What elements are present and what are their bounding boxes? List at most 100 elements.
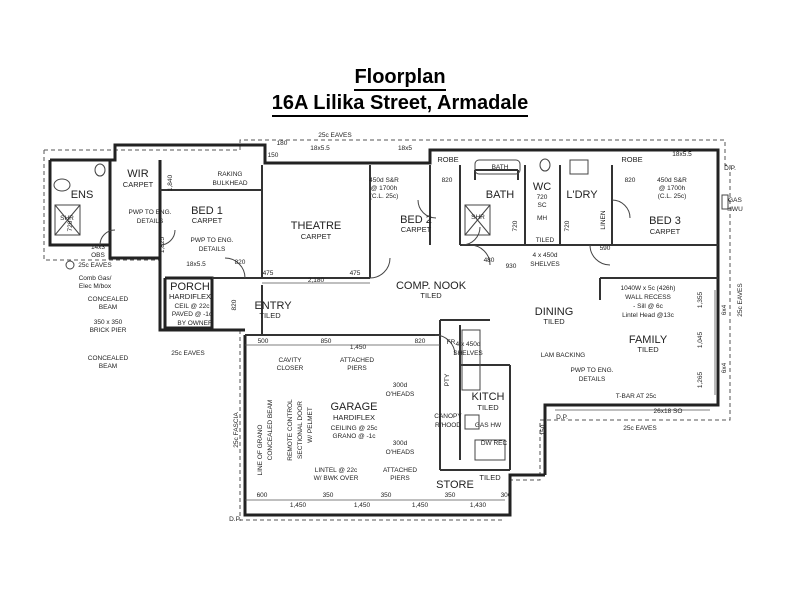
- room-bed3: BED 3: [649, 215, 681, 227]
- note-gas-hwu2: HWU: [727, 206, 743, 213]
- note-shelves1: 4 x 450d: [533, 252, 558, 259]
- dim-1450a: 1,450: [290, 502, 307, 509]
- note-dp3: D.P.: [724, 165, 736, 172]
- note-sr2c: (C.L. 25c): [370, 193, 399, 200]
- room-dining: DINING: [535, 306, 574, 318]
- toilet2-icon: [539, 158, 551, 172]
- note-bath-label: BATH: [492, 164, 509, 171]
- note-concealed1: CONCEALED: [88, 296, 129, 303]
- note-gas-hwu: GAS: [728, 197, 742, 204]
- dim-1355: 1,355: [697, 291, 704, 308]
- room-comp-floor: TILED: [420, 291, 442, 300]
- dim-18x55a: 18x5.5: [310, 145, 330, 152]
- dim-18x55d: 18x5.5: [186, 261, 206, 268]
- dim-350b: 350: [381, 492, 392, 499]
- dim-350c: 350: [445, 492, 456, 499]
- dim-1450c: 1,450: [412, 502, 429, 509]
- dim-18x55c: 18x5.5: [672, 151, 692, 158]
- note-pwp2b: DETAILS: [199, 246, 226, 253]
- dim-350a: 350: [323, 492, 334, 499]
- dim-1450-top: 1,450: [350, 344, 367, 351]
- note-tbar: T-BAR AT 25c: [616, 393, 657, 400]
- dim-720a: 720: [67, 220, 74, 231]
- note-wall-recess3: - Sill @ 6c: [633, 303, 663, 310]
- walls: [48, 143, 720, 517]
- room-entry: ENTRY: [254, 300, 292, 312]
- bath-tub-icon: [474, 159, 521, 175]
- note-wall-recess2: WALL RECESS: [625, 294, 671, 301]
- room-robe-left: ROBE: [437, 155, 458, 164]
- room-family: FAMILY: [629, 334, 668, 346]
- note-concealed1b: BEAM: [99, 304, 117, 311]
- room-bed1: BED 1: [191, 205, 223, 217]
- note-concealed-beam-v: CONCEALED BEAM: [267, 400, 274, 461]
- note-ceiling: CEILING @ 25c: [331, 425, 378, 432]
- room-shr: SHR: [60, 215, 74, 222]
- note-wall-recess: 1040W x 5c (426h): [621, 285, 676, 292]
- room-entry-floor: TILED: [259, 311, 281, 320]
- room-theatre-floor: CARPET: [301, 232, 332, 241]
- note-attached-piers3: ATTACHED: [383, 467, 417, 474]
- note-wc-sc2: SC: [537, 202, 546, 209]
- note-raking: RAKING: [218, 171, 243, 178]
- fixtures: [53, 158, 729, 461]
- dim-820c: 820: [415, 338, 426, 345]
- note-mh: MH: [537, 215, 547, 222]
- dim-820a: 820: [235, 259, 246, 266]
- note-pwp3: PWP TO ENG.: [571, 367, 614, 374]
- dim-1265: 1,265: [697, 371, 704, 388]
- room-store: STORE: [436, 479, 474, 491]
- note-eaves-porch: 25c EAVES: [171, 350, 205, 357]
- dim-1450b: 1,450: [354, 502, 371, 509]
- room-kitchen-floor: TILED: [477, 403, 499, 412]
- dim-720b: 720: [512, 220, 519, 231]
- dim-1430: 1,430: [470, 502, 487, 509]
- hwu-icon: [721, 194, 729, 210]
- kitchen-bench-icon: [461, 329, 481, 391]
- note-dp: D.P.: [229, 516, 241, 523]
- dim-180: 180: [277, 140, 288, 147]
- laundry-tub-icon: [569, 159, 589, 175]
- note-dw-rec: DW REC: [481, 440, 508, 447]
- note-brick-pier2: BRICK PIER: [90, 327, 127, 334]
- gas-meter-icon: [65, 260, 75, 270]
- note-hardiflex-ceil: CEIL @ 22c: [175, 303, 211, 310]
- room-family-floor: TILED: [637, 345, 659, 354]
- dim-150: 150: [268, 152, 279, 159]
- dim-18x55b: 18x5: [398, 145, 412, 152]
- note-concealed2b: BEAM: [99, 363, 117, 370]
- note-cavity: CAVITY: [279, 357, 303, 364]
- note-shelves1b: SHELVES: [530, 261, 560, 268]
- dim-1840: 1,840: [167, 174, 174, 191]
- note-pwp3b: DETAILS: [579, 376, 606, 383]
- plan-title: Floorplan: [0, 66, 800, 91]
- plan-title-text: Floorplan: [354, 66, 446, 91]
- dim-6x4b: 6x4: [721, 362, 728, 373]
- note-eaves-right2: 25c EAVES: [737, 283, 744, 317]
- note-oheads1b: O'HEADS: [386, 391, 415, 398]
- note-oheads1: 300d: [393, 382, 408, 389]
- dim-590: 590: [600, 245, 611, 252]
- dimension-lines: [245, 282, 716, 501]
- room-bed1-floor: CARPET: [192, 216, 223, 225]
- dim-300: 300: [501, 492, 512, 499]
- note-sr3c: (C.L. 25c): [658, 193, 687, 200]
- note-oheads2b: O'HEADS: [386, 449, 415, 456]
- stove-icon: [464, 414, 480, 430]
- room-comp-nook: COMP. NOOK: [396, 280, 467, 292]
- dim-850: 850: [321, 338, 332, 345]
- shower2-icon: [464, 204, 491, 236]
- plan-address: 16A Lilika Street, Armadale: [0, 92, 800, 117]
- dim-930: 930: [506, 263, 517, 270]
- room-garage-floor: HARDIFLEX: [333, 413, 375, 422]
- note-paved: PAVED @ -1c: [172, 311, 213, 318]
- note-shelves2: 4 x 450d: [456, 341, 481, 348]
- note-sr3: 450d S&R: [657, 177, 687, 184]
- room-robe-right: ROBE: [621, 155, 642, 164]
- room-dining-floor: TILED: [543, 317, 565, 326]
- note-eaves-top: 25c EAVES: [318, 132, 352, 139]
- note-attached-piers2: PIERS: [347, 365, 367, 372]
- note-gas-hw: GAS HW: [475, 422, 502, 429]
- eaves-outline: [43, 139, 731, 521]
